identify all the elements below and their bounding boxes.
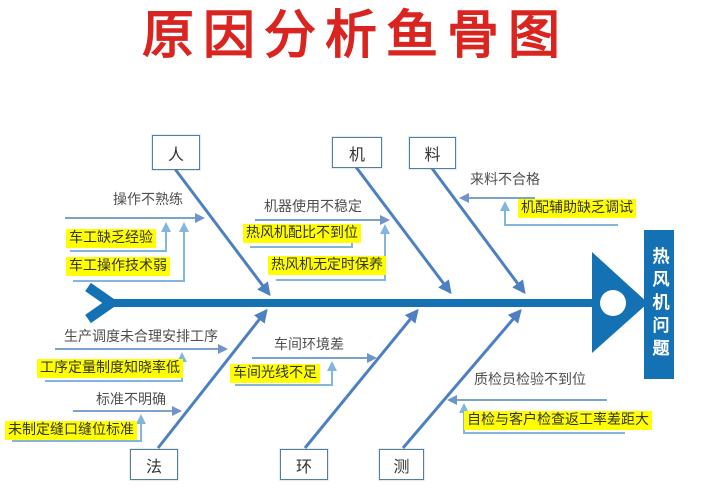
connector-method-sub2 [12, 414, 146, 442]
cause-method-primary-2: 标准不明确 [96, 392, 166, 408]
effect-label: 热风机问题 [644, 230, 674, 379]
cause-method-primary-1: 生产调度未合理安排工序 [64, 329, 218, 345]
connector-machine-sub2 [276, 224, 390, 281]
subcause-man-1: 车工缺乏经验 [66, 229, 156, 248]
connector-man-sub1 [70, 222, 171, 252]
subcause-material-1: 机配辅助缺乏调试 [518, 199, 636, 218]
category-box-man: 人 [152, 135, 200, 170]
category-label-measurement: 测 [393, 456, 410, 476]
cause-environment-primary: 车间环境差 [274, 337, 344, 353]
subcause-machine-2: 热风机无定时保养 [268, 256, 386, 275]
subcause-measurement-1: 自检与客户检查返工率差距大 [464, 411, 652, 430]
connector-man-sub2 [73, 222, 189, 282]
category-label-method: 法 [145, 456, 162, 476]
category-label-machine: 机 [348, 144, 365, 164]
subcause-machine-1: 热风机配比不到位 [243, 224, 361, 243]
category-box-material: 料 [409, 137, 456, 169]
category-box-machine: 机 [332, 137, 382, 168]
bone-machine [354, 166, 452, 295]
bone-environment [303, 308, 419, 449]
bone-man [173, 168, 271, 297]
subcause-man-2: 车工操作技术弱 [66, 257, 170, 276]
connector-material-sub1 [500, 201, 618, 226]
bone-method [156, 308, 268, 449]
cause-material-primary: 来料不合格 [470, 172, 540, 188]
bone-material [429, 166, 526, 295]
category-label-environment: 环 [295, 456, 312, 476]
connector-environment-sub1 [235, 361, 337, 386]
fish-tail [85, 282, 120, 324]
cause-man-primary: 操作不熟练 [113, 192, 183, 208]
category-box-method: 法 [130, 449, 178, 480]
subcause-method-2: 未制定缝口缝位标准 [5, 421, 137, 440]
category-label-man: 人 [167, 144, 184, 164]
cause-measurement-primary: 质检员检验不到位 [474, 372, 586, 388]
subcause-environment-1: 车间光线不足 [230, 364, 320, 383]
category-label-material: 料 [424, 145, 441, 164]
page-title: 原因分析鱼骨图 [141, 5, 569, 66]
category-box-environment: 环 [280, 449, 328, 480]
category-box-measurement: 测 [379, 449, 424, 480]
fish-eye [600, 290, 626, 316]
cause-machine-primary: 机器使用不稳定 [264, 199, 362, 215]
subcause-method-1: 工序定量制度知晓率低 [37, 359, 183, 378]
bone-measurement [401, 308, 522, 449]
